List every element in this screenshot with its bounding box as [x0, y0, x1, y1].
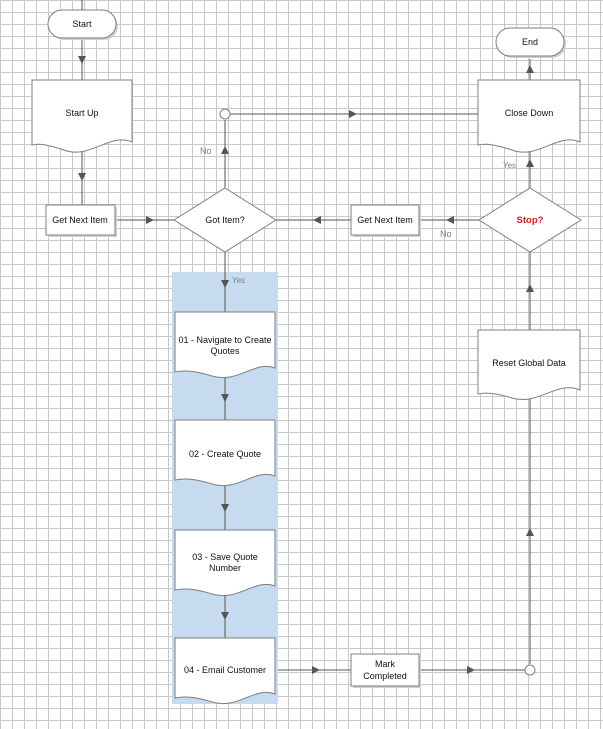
start-label: Start — [72, 19, 92, 29]
mark-completed-label-line1: Mark — [375, 659, 395, 669]
mark-completed-node[interactable]: Mark Completed — [350, 653, 421, 688]
mark-completed-label-line2: Completed — [363, 671, 407, 681]
close-down-node[interactable]: Close Down — [477, 79, 581, 153]
top-junction-circle — [219, 108, 231, 120]
reset-global-data-node[interactable]: Reset Global Data — [477, 329, 581, 400]
stop-decision[interactable]: Stop? — [478, 187, 582, 253]
end-node[interactable]: End — [495, 27, 566, 58]
step-03-label-line1: 03 - Save Quote — [192, 552, 258, 562]
got-item-label: Got Item? — [205, 215, 245, 225]
step-02-label: 02 - Create Quote — [189, 449, 261, 459]
get-next-item-right-node[interactable]: Get Next Item — [350, 204, 421, 237]
reset-global-data-label: Reset Global Data — [492, 358, 566, 368]
get-next-item-left-label: Get Next Item — [52, 215, 108, 225]
stop-yes-label: Yes — [503, 161, 516, 170]
connectors — [78, 0, 534, 674]
get-next-item-left-node[interactable]: Get Next Item — [45, 204, 117, 237]
start-node[interactable]: Start — [47, 9, 118, 40]
step-01-node[interactable]: 01 - Navigate to Create Quotes — [174, 311, 276, 379]
end-label: End — [522, 37, 538, 47]
stop-label: Stop? — [517, 215, 544, 226]
stop-no-label: No — [440, 229, 452, 239]
step-02-node[interactable]: 02 - Create Quote — [174, 419, 276, 487]
got-item-yes-label: Yes — [232, 276, 245, 285]
step-04-label: 04 - Email Customer — [184, 665, 266, 675]
got-item-decision[interactable]: Got Item? — [173, 187, 277, 253]
start-up-label: Start Up — [65, 108, 98, 118]
bottom-junction-circle — [524, 664, 536, 676]
start-up-node[interactable]: Start Up — [31, 79, 133, 153]
close-down-label: Close Down — [505, 108, 554, 118]
step-03-label-line2: Number — [209, 563, 241, 573]
got-item-no-label: No — [200, 146, 212, 156]
step-03-node[interactable]: 03 - Save Quote Number — [174, 529, 276, 597]
get-next-item-right-label: Get Next Item — [357, 215, 413, 225]
step-01-label-line2: Quotes — [210, 346, 240, 356]
step-01-label-line1: 01 - Navigate to Create — [178, 335, 271, 345]
step-04-node[interactable]: 04 - Email Customer — [174, 637, 276, 705]
